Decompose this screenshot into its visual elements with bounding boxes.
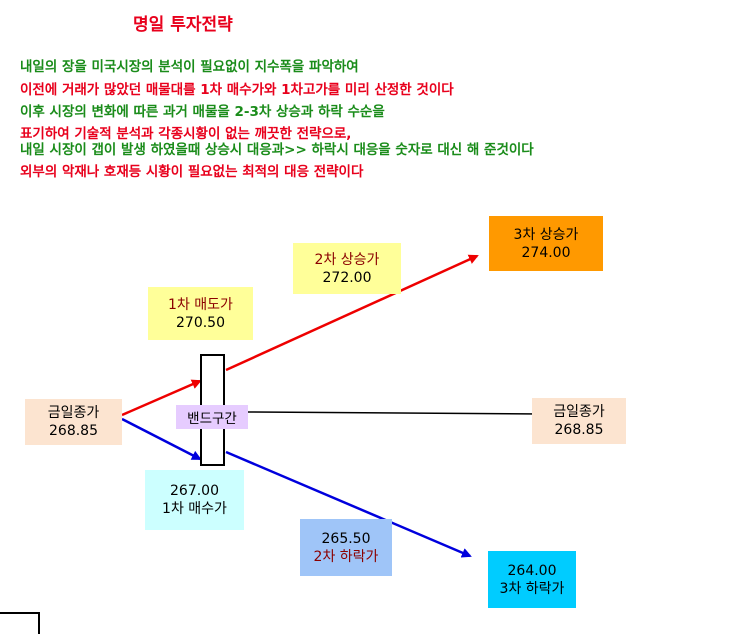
rise-2-label: 2차 상승가 bbox=[314, 251, 380, 268]
sell-1-value: 270.50 bbox=[176, 314, 225, 331]
arrow-down-long bbox=[225, 450, 472, 558]
page-title: 명일 투자전략 bbox=[133, 15, 233, 35]
description-line-4: 표기하여 기술적 분석과 각종시황이 없는 깨끗한 전략으로, bbox=[20, 126, 352, 142]
rise-2-box: 2차 상승가 272.00 bbox=[293, 243, 401, 294]
close-price-right-label: 금일종가 bbox=[553, 404, 605, 420]
fall-3-value: 264.00 bbox=[507, 562, 557, 579]
fall-2-label: 2차 하락가 bbox=[313, 548, 379, 565]
horizontal-line bbox=[247, 411, 543, 415]
close-price-right-box: 금일종가 268.85 bbox=[532, 398, 626, 444]
sell-1-label: 1차 매도가 bbox=[168, 296, 233, 313]
fall-3-label: 3차 하락가 bbox=[499, 580, 565, 597]
description-line-3: 이후 시장의 변화에 따른 과거 매물을 2-3차 상승과 하락 수순을 bbox=[20, 104, 385, 120]
rise-2-value: 272.00 bbox=[322, 269, 372, 286]
description-line-5: 내일 시장이 갭이 발생 하였을때 상승시 대응과>> 하락시 대응을 숫자로 … bbox=[20, 142, 534, 158]
fall-3-box: 264.00 3차 하락가 bbox=[488, 551, 576, 608]
arrow-up-short bbox=[121, 379, 202, 417]
buy-1-box: 267.00 1차 매수가 bbox=[145, 470, 244, 530]
fall-2-value: 265.50 bbox=[321, 530, 371, 547]
buy-1-label: 1차 매수가 bbox=[162, 501, 227, 517]
arrow-up-long bbox=[225, 254, 479, 372]
description-line-2: 이전에 거래가 많았던 매물대를 1차 매수가와 1차고가를 미리 산정한 것이… bbox=[20, 82, 454, 98]
rise-3-value: 274.00 bbox=[521, 244, 571, 261]
close-price-left-value: 268.85 bbox=[49, 423, 98, 439]
sell-1-box: 1차 매도가 270.50 bbox=[148, 287, 253, 340]
description-line-1: 내일의 장을 미국시장의 분석이 필요없이 지수폭을 파악하여 bbox=[20, 59, 359, 75]
close-price-left-label: 금일종가 bbox=[47, 405, 100, 421]
close-price-right-value: 268.85 bbox=[554, 422, 604, 438]
rise-3-box: 3차 상승가 274.00 bbox=[489, 216, 603, 271]
corner-frame bbox=[0, 612, 40, 634]
description-line-6: 외부의 악재나 호재등 시황이 필요없는 최적의 대응 전략이다 bbox=[20, 164, 364, 180]
rise-3-label: 3차 상승가 bbox=[513, 226, 579, 243]
fall-2-box: 265.50 2차 하락가 bbox=[300, 519, 392, 576]
band-label: 밴드구간 bbox=[176, 405, 248, 429]
close-price-left-box: 금일종가 268.85 bbox=[25, 399, 122, 445]
arrow-down-short bbox=[121, 417, 202, 461]
buy-1-value: 267.00 bbox=[170, 483, 219, 499]
